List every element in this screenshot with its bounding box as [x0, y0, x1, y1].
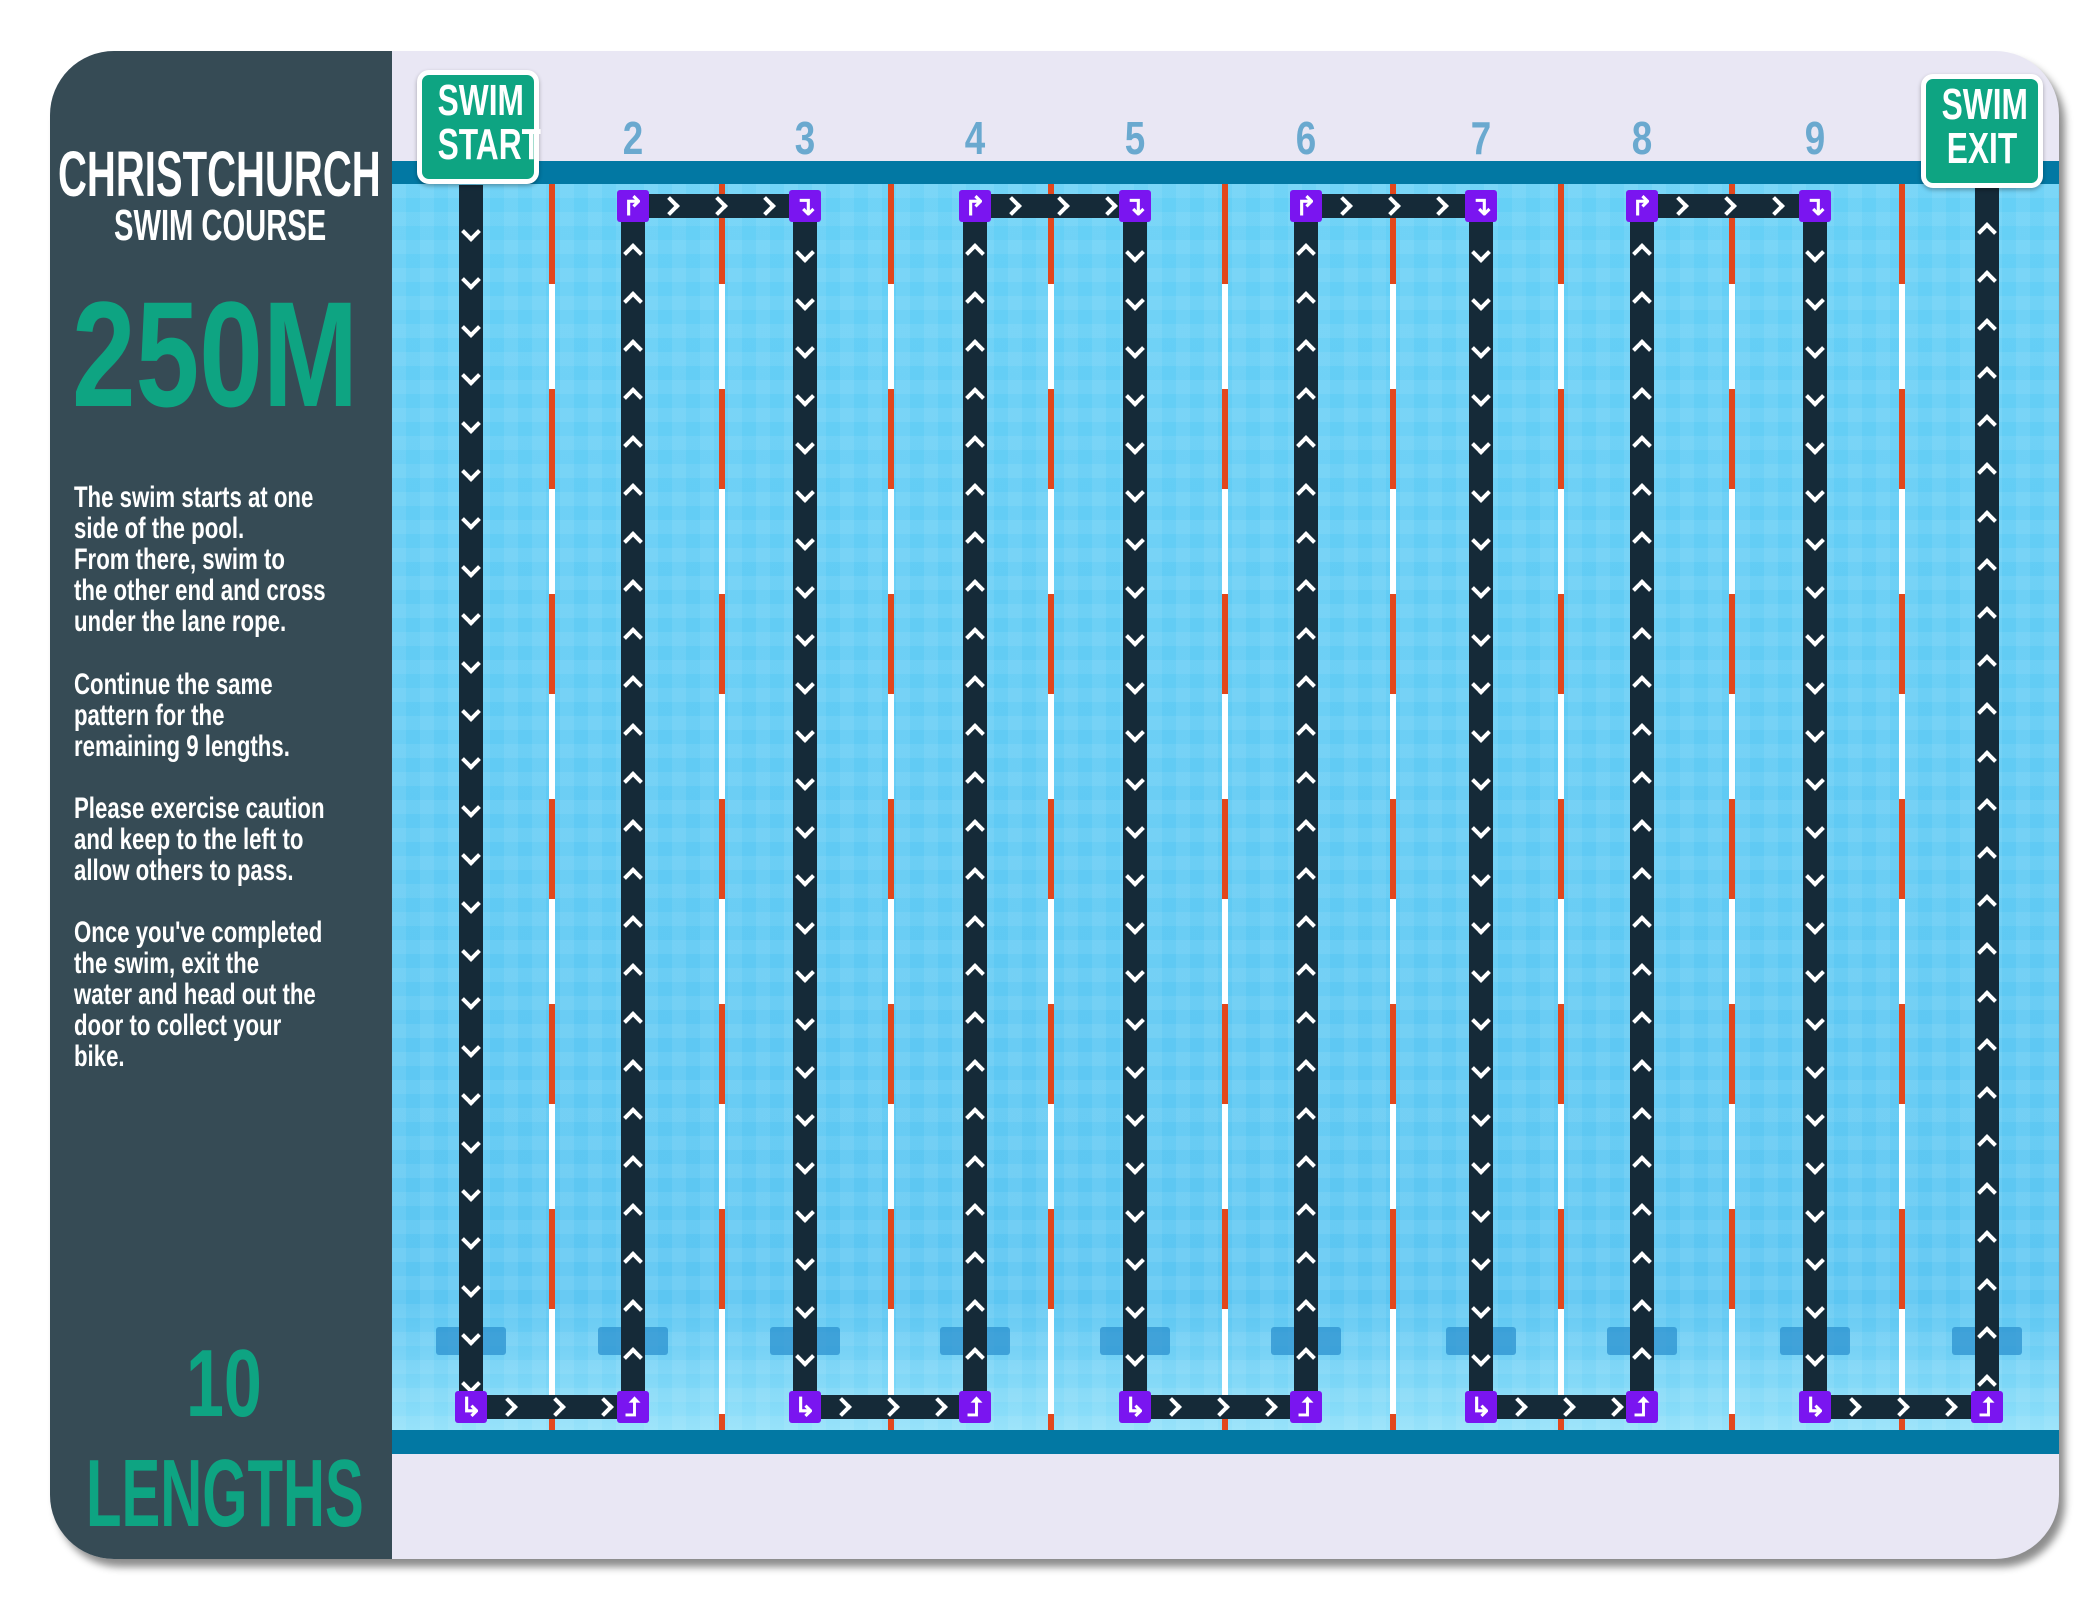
instruction-line: From there, swim to: [74, 543, 285, 576]
turn-right-icon: ↳: [1799, 1391, 1831, 1423]
lane-number: 3: [794, 112, 816, 164]
sign-line: START: [437, 120, 541, 169]
instruction-line: door to collect your: [74, 1009, 282, 1042]
turn-down-icon: ↴: [1799, 190, 1831, 222]
lane-rope: [549, 184, 555, 1430]
swim-path: [1975, 185, 1999, 1419]
lane-rope: [1899, 184, 1905, 1430]
swim-path: [963, 206, 987, 1419]
sign-line: SWIM: [1941, 80, 2028, 129]
instruction-line: the swim, exit the: [74, 947, 260, 980]
turn-up-icon: ⮥: [1971, 1391, 2003, 1423]
instruction-line: and keep to the left to: [74, 823, 304, 856]
swim-start-sign: SWIM START: [417, 70, 541, 184]
swim-path: [1294, 206, 1318, 1419]
lane-rope: [719, 184, 725, 1430]
instruction-line: bike.: [74, 1040, 125, 1073]
swim-path: [459, 185, 483, 1419]
pool-edge-top: [392, 161, 2059, 185]
lengths-number: 10: [186, 1330, 262, 1437]
crossing-path: [975, 194, 1135, 218]
crossing-path: [471, 1395, 633, 1419]
turn-right-icon: ↳: [1465, 1391, 1497, 1423]
turn-up-icon: ⮥: [959, 1391, 991, 1423]
crossing-path: [1815, 1395, 1987, 1419]
crossing-path: [633, 194, 805, 218]
crossing-path: [1306, 194, 1481, 218]
course-distance: 250M: [72, 270, 359, 438]
turn-right-icon: ↱: [617, 190, 649, 222]
swim-path: [1469, 206, 1493, 1419]
lane-rope: [888, 184, 894, 1430]
pool: 2 3 4 5 6 7 8 9 ↱ ↴ ↱ ↴ ↱ ↴ ↱ ↴ ↳ ⮥ ↳ ⮥ ↳ ⮥ ↳ ⮥ ↳ ⮥ SWIM START SW…: [392, 51, 2059, 1559]
instruction-line: the other end and cross: [74, 574, 326, 607]
pool-edge-bottom: [392, 1430, 2059, 1454]
sign-line: SWIM: [437, 76, 524, 125]
turn-up-icon: ⮥: [1626, 1391, 1658, 1423]
turn-down-icon: ↴: [1119, 190, 1151, 222]
turn-right-icon: ↱: [1290, 190, 1322, 222]
lane-rope: [1558, 184, 1564, 1430]
turn-down-icon: ↴: [1465, 190, 1497, 222]
swim-course-card: CHRISTCHURCH SWIM COURSE 250M The swim s…: [50, 51, 2059, 1559]
lengths-label: LENGTHS: [86, 1440, 364, 1547]
instruction-line: remaining 9 lengths.: [74, 730, 290, 763]
swim-path: [1803, 206, 1827, 1419]
crossing-path: [1135, 1395, 1306, 1419]
sign-line: EXIT: [1946, 124, 2018, 173]
lane-number: 6: [1295, 112, 1317, 164]
lane-rope: [1048, 184, 1054, 1430]
turn-right-icon: ↱: [959, 190, 991, 222]
instruction-line: The swim starts at one: [74, 481, 314, 514]
instruction-line: under the lane rope.: [74, 605, 287, 638]
turn-up-icon: ⮥: [1290, 1391, 1322, 1423]
instruction-line: water and head out the: [74, 978, 316, 1011]
instruction-line: Please exercise caution: [74, 792, 325, 825]
instruction-line: Once you've completed: [74, 916, 323, 949]
lane-number: 5: [1124, 112, 1146, 164]
swim-exit-sign: SWIM EXIT: [1921, 74, 2043, 188]
instruction-line: pattern for the: [74, 699, 225, 732]
lane-number: 4: [964, 112, 986, 164]
swim-path: [1630, 206, 1654, 1419]
course-title: CHRISTCHURCH: [58, 138, 381, 210]
turn-right-icon: ↳: [1119, 1391, 1151, 1423]
crossing-path: [1481, 1395, 1642, 1419]
swim-path: [1123, 206, 1147, 1419]
lane-rope: [1729, 184, 1735, 1430]
instruction-line: allow others to pass.: [74, 854, 294, 887]
turn-right-icon: ↳: [455, 1391, 487, 1423]
lane-number: 8: [1631, 112, 1653, 164]
turn-down-icon: ↴: [789, 190, 821, 222]
course-subtitle: SWIM COURSE: [114, 201, 327, 250]
turn-up-icon: ⮥: [617, 1391, 649, 1423]
sidebar: CHRISTCHURCH SWIM COURSE 250M The swim s…: [50, 51, 392, 1559]
lane-number: 7: [1470, 112, 1492, 164]
crossing-path: [1642, 194, 1815, 218]
lane-rope: [1390, 184, 1396, 1430]
lane-number: 2: [622, 112, 644, 164]
instruction-line: side of the pool.: [74, 512, 245, 545]
crossing-path: [805, 1395, 975, 1419]
lane-number: 9: [1804, 112, 1826, 164]
swim-path: [793, 206, 817, 1419]
lane-rope: [1222, 184, 1228, 1430]
turn-right-icon: ↳: [789, 1391, 821, 1423]
instruction-line: Continue the same: [74, 668, 273, 701]
turn-right-icon: ↱: [1626, 190, 1658, 222]
swim-path: [621, 206, 645, 1419]
